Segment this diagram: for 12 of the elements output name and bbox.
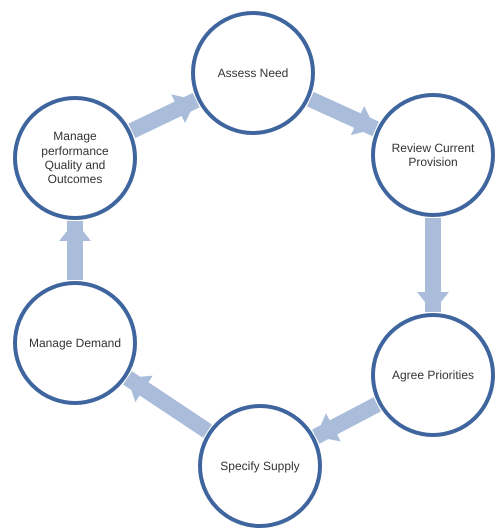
block-arrow	[417, 218, 449, 312]
step-label: Specify Supply	[219, 458, 301, 474]
step-label: Review Current Provision	[390, 140, 476, 170]
block-arrow	[123, 371, 212, 438]
step-label: Manage performance Quality and Outcomes	[40, 129, 110, 187]
block-arrow	[128, 92, 200, 138]
step-label: Assess Need	[216, 66, 290, 80]
block-arrow	[312, 397, 381, 444]
step-label: Manage Demand	[28, 336, 122, 350]
block-arrow	[59, 221, 91, 280]
block-arrow	[307, 92, 379, 136]
step-label: Agree Priorities	[390, 368, 475, 382]
